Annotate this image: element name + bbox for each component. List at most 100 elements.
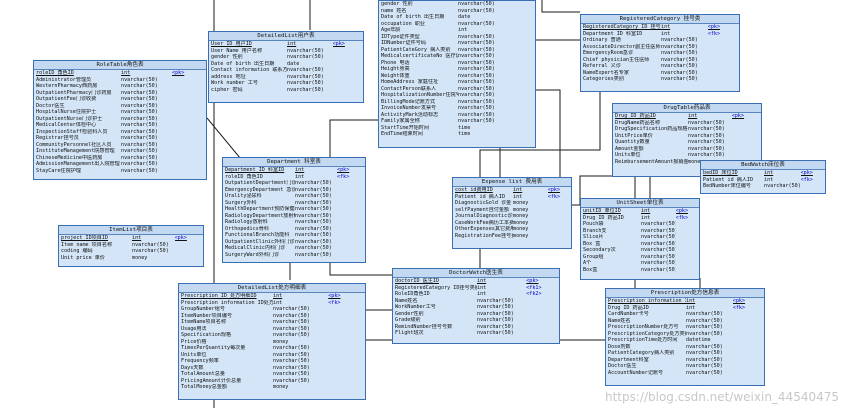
field-key [548, 233, 571, 240]
field-key: <fk> [707, 30, 721, 37]
field-type: int [661, 24, 671, 30]
field-type: money [273, 338, 289, 345]
field-name: PrescriptionNumber处方号 [608, 324, 679, 330]
entity-title: Department 科室表 [223, 158, 365, 167]
field-type: nvarchar(50) [121, 141, 158, 148]
field-name: Department ID 科室ID [225, 167, 285, 173]
field-key [175, 255, 203, 262]
field-type: nvarchar(50) [287, 54, 324, 60]
field-name: PatientCategory病人类别 [608, 350, 675, 356]
entity-title: ItemList项目表 [59, 226, 203, 235]
field-key [676, 267, 699, 274]
field-type: nvarchar(50) [686, 324, 723, 330]
field-name: Patient id 病人ID [455, 193, 506, 200]
field-type: nvarchar(50) [458, 98, 495, 105]
field-type: nvarchar(50) [641, 240, 676, 247]
field-type: nvarchar(50) [121, 135, 158, 141]
field-name: ActivityMark活动标志 [381, 111, 439, 118]
field-name: DrugName药品名称 [615, 119, 660, 126]
field-name: Weight体重 [381, 72, 410, 79]
field-type: nvarchar(50) [295, 212, 332, 219]
field-name: InvoiceNumber发票号 [381, 105, 437, 111]
field-key: <fk> [675, 214, 689, 221]
field-key: <pk> [547, 187, 561, 193]
field-type: nvarchar(50) [477, 310, 514, 317]
field-name: Radiology放射科 [225, 219, 268, 225]
field-name: Patient id 病人ID [703, 176, 754, 183]
field-type: nvarchar(50) [641, 253, 676, 260]
field-type: nvarchar(50) [295, 232, 332, 238]
entity-title: DrugTable药品表 [613, 104, 761, 113]
field-type: nvarchar(50) [295, 180, 332, 186]
field-type: nvarchar(50) [686, 350, 723, 356]
field-type: nvarchar(50) [121, 122, 158, 128]
relation-line-department-doctor [329, 263, 392, 276]
field-type: nvarchar(50) [458, 118, 495, 124]
field-type: nvarchar(50) [295, 238, 332, 245]
field-key [733, 370, 764, 377]
field-type: nvarchar(50) [641, 227, 676, 234]
field-name: HospitalizationNumber住院号 [381, 92, 458, 98]
field-name: unitID 单位ID [583, 208, 621, 214]
field-type: nvarchar(50) [458, 79, 495, 85]
field-type: nvarchar(50) [686, 317, 723, 324]
field-name: AdmissionManagement出入院管理 [36, 161, 120, 167]
field-type: money [132, 254, 148, 261]
field-name: DrugSpecification药品规格 [615, 126, 688, 132]
field-type: nvarchar(50) [273, 371, 310, 377]
field-type: int [287, 41, 297, 47]
field-type: nvarchar(50) [641, 247, 676, 253]
field-name: Date of birth 出生日期 [211, 60, 275, 67]
field-name: MedicalcertificateNo 医疗证号 [381, 53, 458, 59]
field-key: <pk> [328, 293, 341, 299]
field-type: nvarchar(50) [287, 80, 324, 86]
field-name: Urality泌尿科 [225, 193, 262, 199]
field-name: JournalDiagnostic诊金类 [455, 213, 513, 219]
field-name: DiagnosticGold 诊金 [455, 200, 512, 206]
field-name: WorkNumber工号 [395, 304, 436, 310]
field-type: int [641, 208, 651, 214]
field-type: nvarchar(50) [295, 199, 332, 206]
field-name: OutpatientNurse门诊护士 [36, 115, 103, 122]
field-key: <pk> [337, 167, 350, 173]
field-name: ReimbursementAmount报销金额 [615, 158, 688, 165]
field-name: Ordinary 普通 [583, 37, 621, 43]
entity-title: Expense list 费用表 [453, 178, 571, 187]
